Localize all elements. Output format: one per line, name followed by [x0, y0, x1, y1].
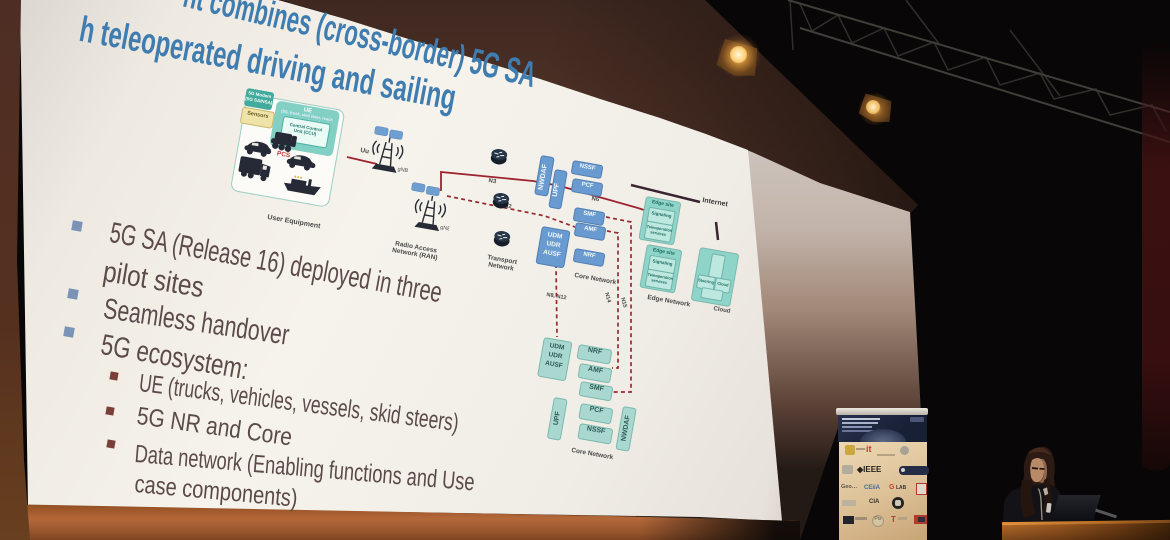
svg-text:gNB: gNB	[397, 167, 409, 175]
svg-text:PCS: PCS	[276, 150, 291, 159]
svg-text:gNB: gNB	[440, 225, 452, 233]
